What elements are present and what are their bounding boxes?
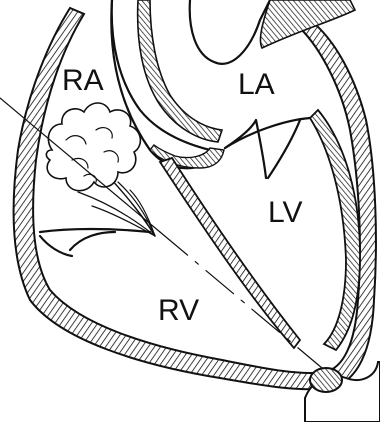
tricuspid-annulus	[40, 229, 150, 232]
tricuspid-vegetation	[46, 103, 140, 191]
pulmonary-vessel	[190, 0, 270, 64]
label-left-ventricle: LV	[268, 196, 302, 229]
left-atrium-roof	[260, 0, 355, 48]
label-left-atrium: LA	[238, 68, 275, 101]
tricuspid-leaflet	[70, 232, 115, 250]
mitral-annulus	[225, 118, 310, 148]
mitral-valve-anterior-leaflet	[225, 120, 266, 178]
label-right-atrium: RA	[62, 64, 104, 97]
label-right-ventricle: RV	[158, 294, 199, 327]
mitral-valve-posterior-leaflet	[268, 120, 300, 178]
right-av-groove	[40, 236, 72, 256]
